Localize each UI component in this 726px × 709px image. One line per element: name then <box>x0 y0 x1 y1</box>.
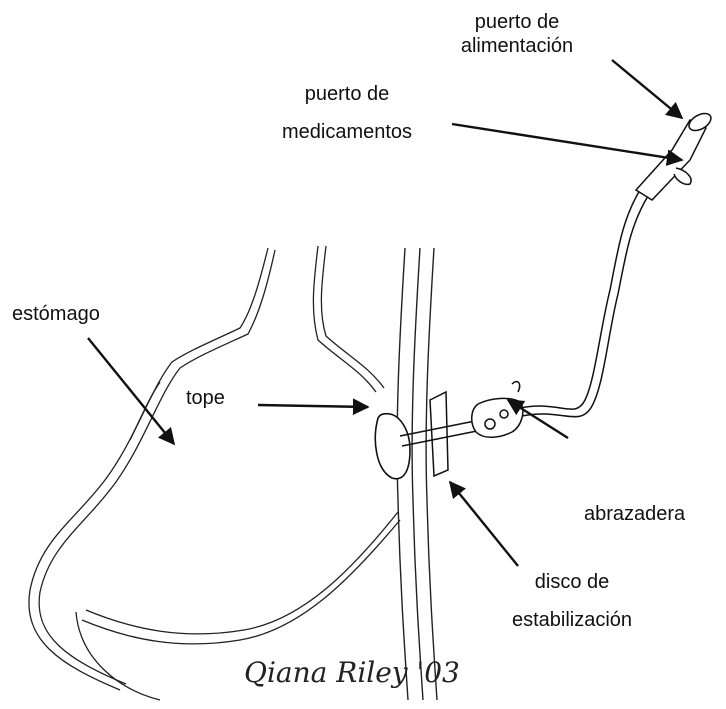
label-clamp: abrazadera <box>584 502 685 526</box>
label-disc-line2: estabilización <box>492 608 652 632</box>
signature: Qiana Riley '03 <box>244 656 460 690</box>
arrow-feeding-port <box>612 60 682 118</box>
label-feeding-port-line1: puerto de <box>452 10 582 34</box>
label-stomach: estómago <box>12 302 100 326</box>
arrow-med-port <box>452 124 682 160</box>
label-med-port-line2: medicamentos <box>262 120 432 144</box>
label-bumper: tope <box>186 386 225 410</box>
clamp <box>472 382 523 438</box>
esophagus-wall <box>313 246 384 392</box>
label-med-port-line1: puerto de <box>262 82 432 106</box>
arrow-stomach <box>88 338 174 444</box>
label-feeding-port-line2: alimentación <box>452 34 582 58</box>
label-med-port: puerto de medicamentos <box>262 82 432 144</box>
arrow-bumper <box>258 405 368 407</box>
label-feeding-port: puerto de alimentación <box>452 10 582 58</box>
label-disc-line1: disco de <box>492 570 652 594</box>
label-disc: disco de estabilización <box>492 570 652 632</box>
feeding-tube <box>520 190 648 417</box>
stabilization-disc <box>430 392 448 476</box>
arrow-disc <box>450 482 518 566</box>
